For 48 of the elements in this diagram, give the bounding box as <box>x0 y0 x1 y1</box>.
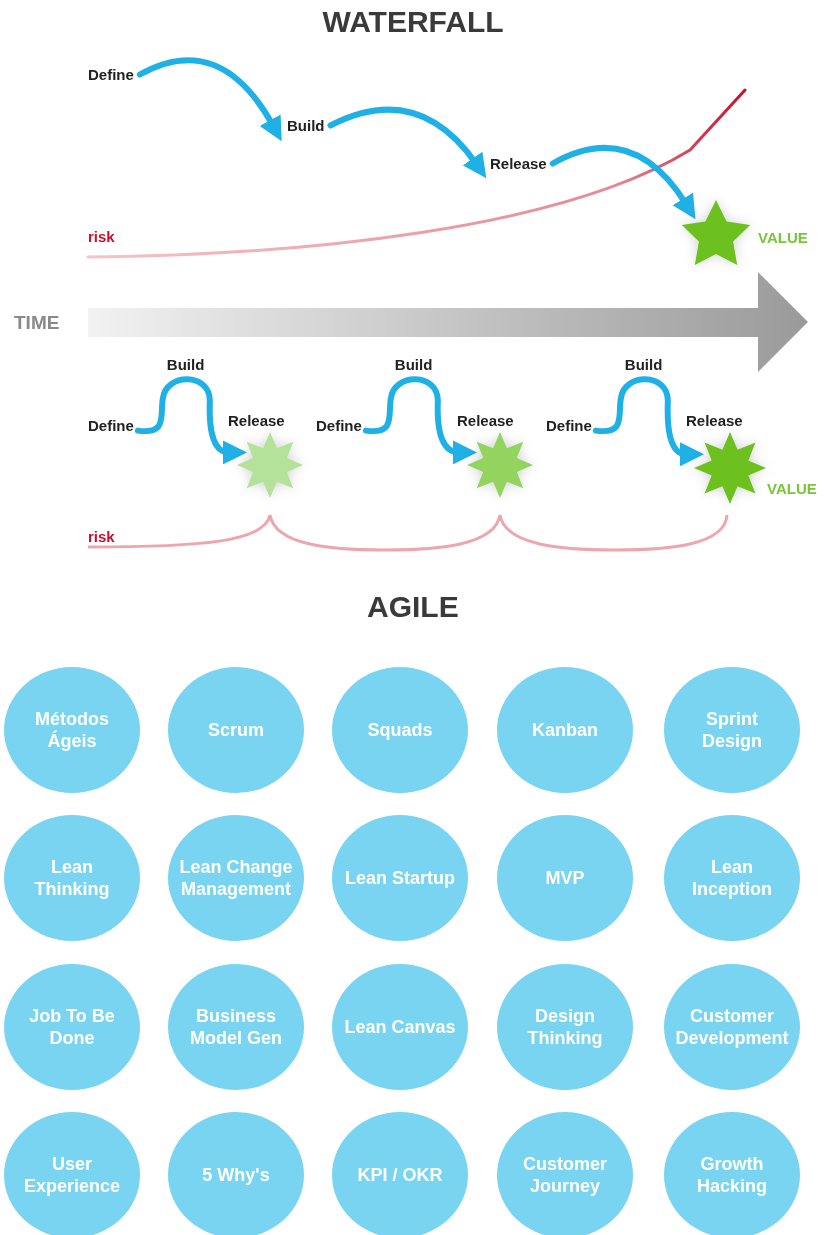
step-label: Define <box>546 417 592 434</box>
value-label: VALUE <box>758 229 808 246</box>
arrow <box>134 376 247 464</box>
step-label: Build <box>287 117 325 134</box>
step-label: Release <box>457 412 514 429</box>
topic-circle: User Experience <box>4 1112 140 1235</box>
topic-circle: MVP <box>497 815 633 941</box>
step-label: Define <box>316 417 362 434</box>
arrow <box>362 376 477 464</box>
topic-circle: Scrum <box>168 667 304 793</box>
step-label: Define <box>88 66 134 83</box>
star-icon <box>235 430 305 500</box>
topic-circle: Design Thinking <box>497 964 633 1090</box>
topic-circle: 5 Why's <box>168 1112 304 1235</box>
risk-label: risk <box>88 228 115 245</box>
arrow <box>592 376 704 466</box>
star-icon <box>465 430 535 500</box>
step-label: Define <box>88 417 134 434</box>
value-label: VALUE <box>767 480 817 497</box>
heading: WATERFALL <box>322 5 504 39</box>
topic-circle: Kanban <box>497 667 633 793</box>
edge-label: Build <box>394 355 433 373</box>
topic-circle: Squads <box>332 667 468 793</box>
star-icon <box>692 430 768 506</box>
topic-circle: Métodos Ágeis <box>4 667 140 793</box>
topic-circle: Lean Inception <box>664 815 800 941</box>
heading: AGILE <box>367 590 459 624</box>
topic-circle: KPI / OKR <box>332 1112 468 1235</box>
arrow <box>327 106 487 178</box>
step-label: Release <box>686 412 743 429</box>
topic-circle: Lean Thinking <box>4 815 140 941</box>
arrow <box>549 145 697 219</box>
edge-label: Build <box>166 355 205 373</box>
topic-circle: Lean Startup <box>332 815 468 941</box>
topic-circle: Customer Journey <box>497 1112 633 1235</box>
step-label: Release <box>228 412 285 429</box>
edge-label: Build <box>624 355 663 373</box>
topic-circle: Sprint Design <box>664 667 800 793</box>
axis-label: TIME <box>14 312 60 334</box>
risk-label: risk <box>88 528 115 545</box>
topic-circle: Growth Hacking <box>664 1112 800 1235</box>
topic-circle: Lean Change Management <box>168 815 304 941</box>
topic-circle: Lean Canvas <box>332 964 468 1090</box>
step-label: Release <box>490 155 547 172</box>
topic-circle: Customer Development <box>664 964 800 1090</box>
topic-circle: Job To Be Done <box>4 964 140 1090</box>
topic-circle: Business Model Gen <box>168 964 304 1090</box>
arrow <box>136 57 283 141</box>
